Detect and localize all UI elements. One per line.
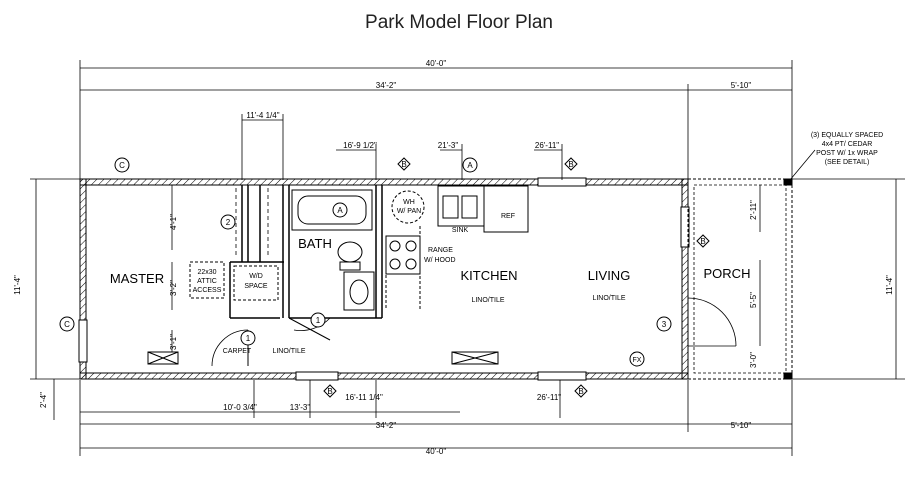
- dim-overall-bottom: 40'-0": [426, 447, 447, 456]
- fx-circle: [629, 351, 645, 367]
- dim-left-height: 11'-4": [13, 275, 22, 295]
- dim-bot-4: 26'-11": [537, 393, 561, 402]
- tag-c-left: C: [64, 320, 70, 329]
- water-heater: [391, 190, 425, 224]
- ref-label: REF: [501, 213, 515, 220]
- dim-bath-wall: 11'-4 1/4": [246, 111, 279, 120]
- attic-label-1: 22x30: [197, 269, 216, 276]
- dim-bot-1: 10'-0 3/4": [223, 403, 257, 412]
- tag-2: 2: [226, 218, 231, 227]
- tag-1-bath: 1: [316, 316, 321, 325]
- vanity: [343, 271, 375, 311]
- dim-right-height: 11'-4": [885, 275, 894, 295]
- room-porch: PORCH: [704, 266, 751, 281]
- dim-porch-top: 5'-10": [731, 81, 752, 90]
- top-dimension-lines: [79, 60, 793, 180]
- room-kitchen: KITCHEN: [460, 268, 517, 283]
- tag-3: 3: [662, 320, 667, 329]
- porch-note-2: 4x4 PT/ CEDAR: [822, 141, 873, 148]
- kitchen-floor: LINO/TILE: [471, 297, 504, 304]
- bath-door: [288, 317, 331, 341]
- dim-left-low: 2'-4": [39, 392, 48, 408]
- bathtub: [291, 189, 373, 231]
- dim-window-top: 26'-11": [535, 141, 559, 150]
- hall-floor: LINO/TILE: [272, 348, 305, 355]
- dim-bot-2: 13'-3": [290, 403, 311, 412]
- range-label-2: W/ HOOD: [424, 257, 456, 264]
- porch-note-1: (3) EQUALLY SPACED: [811, 132, 883, 139]
- wd-space-box: [233, 265, 279, 301]
- tag-b-bottom-left: B: [327, 387, 332, 396]
- dim-porch-bottom: 5'-10": [731, 421, 752, 430]
- dim-master-wall-mid: 3'-2": [169, 280, 178, 296]
- porch-outline: [687, 178, 793, 380]
- porch-door: [687, 297, 737, 347]
- carpet-label: CARPET: [223, 348, 252, 355]
- tag-c-top: C: [119, 161, 125, 170]
- dim-porch-right-top: 2'-11": [749, 200, 758, 220]
- sink-label: SINK: [452, 227, 469, 234]
- tag-1-bed: 1: [246, 334, 251, 343]
- tag-a-bath: A: [337, 206, 343, 215]
- attic-label-3: ACCESS: [193, 287, 222, 294]
- page-title: Park Model Floor Plan: [365, 12, 553, 33]
- room-bath: BATH: [298, 236, 332, 251]
- tag-a-sink: A: [467, 161, 473, 170]
- fx-label: FX: [633, 357, 642, 364]
- dim-overall-top: 40'-0": [426, 59, 447, 68]
- room-living: LIVING: [588, 268, 631, 283]
- dim-sink-pos: 21'-3": [438, 141, 459, 150]
- tag-b-bottom-right: B: [578, 387, 583, 396]
- bottom-dimension-lines: [79, 380, 793, 456]
- dim-porch-right-mid: 5'-5": [749, 292, 758, 308]
- dim-main-bottom: 34'-2": [376, 421, 397, 430]
- side-dimension-lines: [30, 178, 905, 420]
- porch-note-leader: [789, 149, 816, 181]
- tag-b-porch: B: [700, 237, 705, 246]
- dim-master-wall-left: 4'-1": [169, 214, 178, 230]
- tag-b-top: B: [568, 160, 573, 169]
- room-master: MASTER: [110, 271, 164, 286]
- tag-b-wh: B: [401, 160, 406, 169]
- attic-access: [189, 261, 225, 299]
- closet-shelves: [235, 188, 269, 258]
- range: [385, 235, 421, 275]
- attic-label-2: ATTIC: [197, 278, 217, 285]
- porch-note-3: POST W/ 1x WRAP: [816, 150, 878, 157]
- wd-label-1: W/D: [249, 273, 263, 280]
- dim-kitchen-wall: 16'-9 1/2": [343, 141, 377, 150]
- wh-label-2: W/ PAN: [397, 208, 421, 215]
- floor-registers: [147, 351, 499, 365]
- range-label-1: RANGE: [428, 247, 453, 254]
- dim-master-wall-low: 3'-1": [169, 334, 178, 350]
- interior-walls: [229, 185, 383, 319]
- dim-main-top: 34'-2": [376, 81, 397, 90]
- living-floor: LINO/TILE: [592, 295, 625, 302]
- toilet: [337, 241, 363, 271]
- wh-label-1: WH: [403, 199, 415, 206]
- porch-note-4: (SEE DETAIL): [825, 159, 870, 166]
- wd-label-2: SPACE: [244, 283, 268, 290]
- tag-markers: [59, 157, 710, 398]
- dim-porch-right-low: 3'-0": [749, 352, 758, 368]
- dim-bot-3: 16'-11 1/4": [345, 393, 383, 402]
